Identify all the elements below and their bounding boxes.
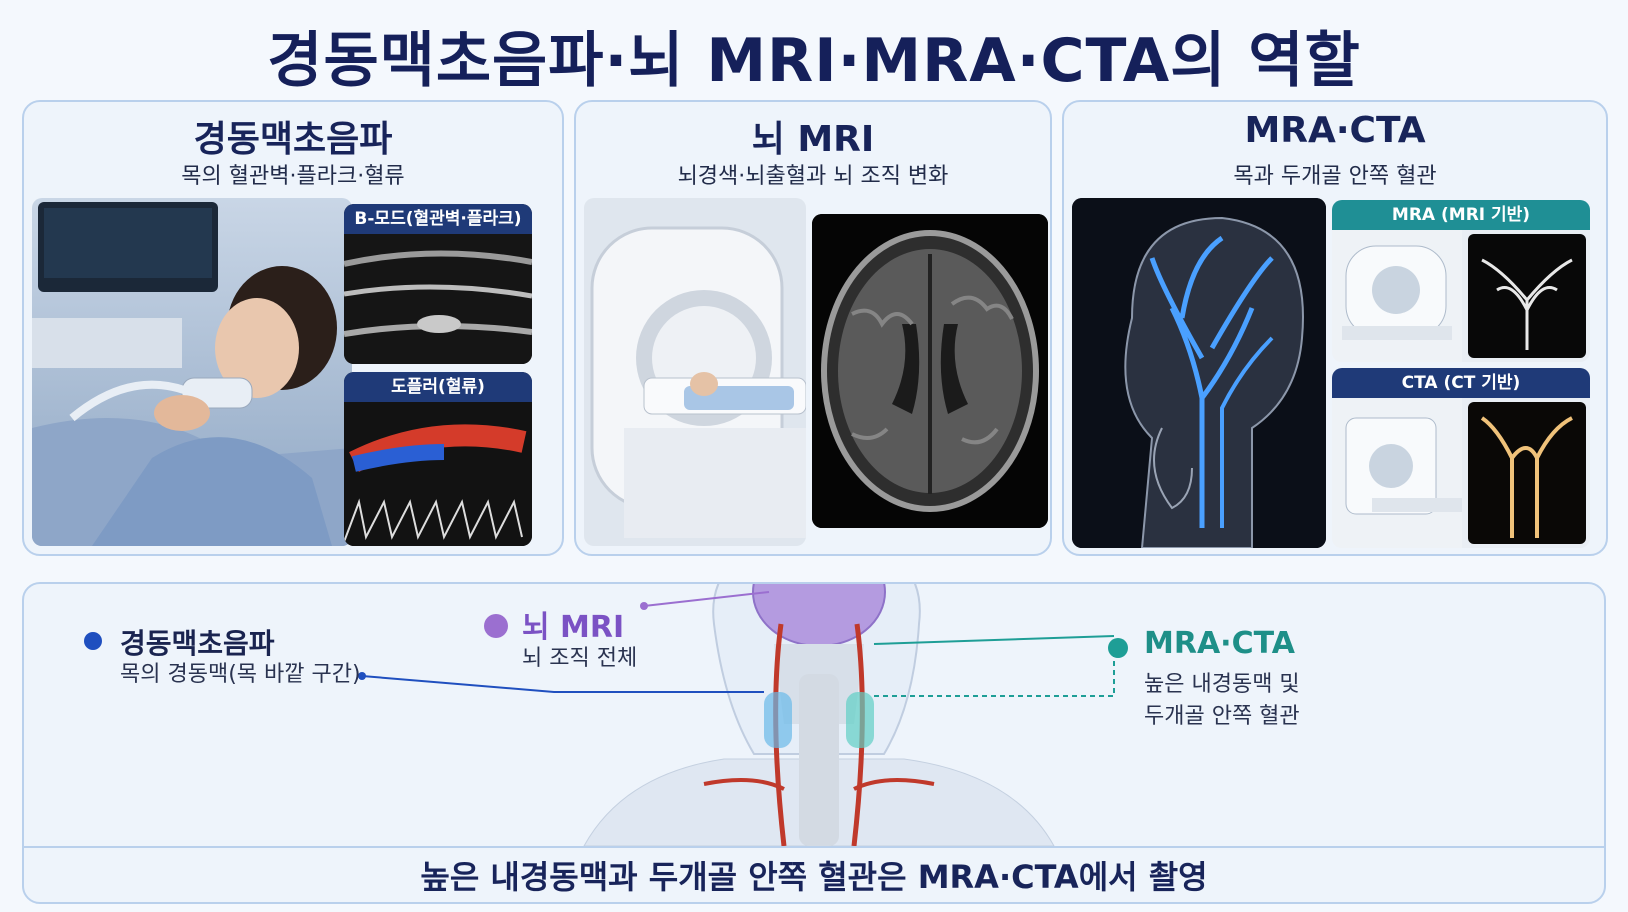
cta-image: CTA (CT 기반) bbox=[1332, 368, 1590, 548]
mra-cta-panel-title: MRA·CTA bbox=[1244, 110, 1426, 151]
ultrasound-panel-title: 경동맥초음파 bbox=[193, 119, 393, 160]
anatomy-diagram-panel: 경동맥초음파 목의 경동맥(목 바깥 구간) 뇌 MRI 뇌 조직 전체 MRA… bbox=[22, 582, 1606, 904]
footer-note: 높은 내경동맥과 두개골 안쪽 혈관은 MRA·CTA에서 촬영 bbox=[24, 846, 1604, 906]
ultrasound-panel: 경동맥초음파 목의 혈관벽·플라크·혈류 B-모드(혈관벽·플라크) bbox=[22, 100, 564, 556]
mri-panel-title: 뇌 MRI bbox=[751, 119, 875, 160]
mra-image: MRA (MRI 기반) bbox=[1332, 200, 1590, 362]
neck-anatomy-illustration bbox=[358, 584, 1115, 846]
ultrasound-diagram-label: 경동맥초음파 bbox=[120, 627, 275, 660]
mri-diagram-desc: 뇌 조직 전체 bbox=[522, 646, 638, 671]
mra-cta-panel-subtitle: 목과 두개골 안쪽 혈관 bbox=[1233, 164, 1437, 189]
mra-cta-diagram-desc-1: 높은 내경동맥 및 bbox=[1144, 672, 1300, 697]
brain-mri-scan bbox=[812, 214, 1048, 528]
doppler-label: 도플러(혈류) bbox=[344, 372, 532, 402]
mri-diagram-label: 뇌 MRI bbox=[522, 610, 625, 645]
mri-panel: 뇌 MRI 뇌경색·뇌출혈과 뇌 조직 변화 bbox=[574, 100, 1052, 556]
mri-scanner-photo bbox=[584, 198, 806, 546]
mra-cta-diagram-label: MRA·CTA bbox=[1144, 626, 1295, 661]
page-title: 경동맥초음파·뇌 MRI·MRA·CTA의 역할 bbox=[267, 26, 1361, 96]
doppler-image: 도플러(혈류) bbox=[344, 372, 532, 546]
mra-cta-marker bbox=[1108, 638, 1128, 658]
mra-cta-diagram-desc-2: 두개골 안쪽 혈관 bbox=[1144, 704, 1300, 729]
ultrasound-panel-subtitle: 목의 혈관벽·플라크·혈류 bbox=[181, 164, 405, 189]
ultrasound-marker bbox=[84, 632, 102, 650]
ultrasound-patient-photo bbox=[32, 198, 352, 546]
mra-cta-panel: MRA·CTA 목과 두개골 안쪽 혈관 MRA (MRI 기반) CTA (C… bbox=[1062, 100, 1608, 556]
mra-label: MRA (MRI 기반) bbox=[1332, 200, 1590, 230]
bmode-label: B-모드(혈관벽·플라크) bbox=[344, 204, 532, 234]
ultrasound-diagram-desc: 목의 경동맥(목 바깥 구간) bbox=[120, 662, 361, 687]
mri-marker bbox=[484, 614, 508, 638]
cta-label: CTA (CT 기반) bbox=[1332, 368, 1590, 398]
bmode-image: B-모드(혈관벽·플라크) bbox=[344, 204, 532, 364]
head-angiography-illustration bbox=[1072, 198, 1326, 548]
mri-panel-subtitle: 뇌경색·뇌출혈과 뇌 조직 변화 bbox=[677, 164, 949, 189]
